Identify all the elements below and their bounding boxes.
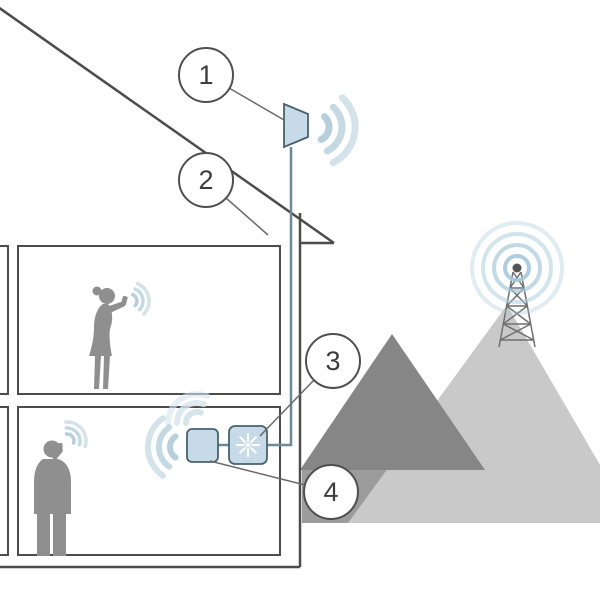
callout-3-circle: [305, 333, 361, 389]
callout-3-label: 3: [325, 346, 340, 376]
tower-signal-rings-icon: [470, 221, 564, 315]
callout-4-circle: [303, 464, 359, 520]
outdoor-antenna-icon: [283, 102, 309, 149]
callout-1: 1: [178, 47, 285, 121]
indoor-antenna-icon: [186, 428, 219, 463]
person-man-icon: [34, 440, 71, 556]
callout-2: 2: [178, 152, 269, 236]
callout-4-label: 4: [323, 477, 338, 507]
house-structure: [0, 6, 335, 569]
signal-waves-indoor-icon: [144, 415, 179, 479]
room-upper: [17, 245, 281, 395]
signal-waves-woman-icon: [130, 281, 151, 316]
callout-3: 3: [259, 333, 361, 437]
coax-cable: [267, 147, 293, 447]
callout-2-circle: [178, 152, 234, 208]
signal-waves-man-icon: [64, 420, 88, 449]
callout-2-label: 2: [198, 165, 213, 195]
callout-3-leader: [259, 379, 315, 437]
roof-line: [0, 6, 335, 245]
callout-4-leader: [209, 460, 306, 486]
rooms: [0, 245, 281, 556]
callout-1-circle: [178, 47, 234, 103]
left-room-lower: [0, 406, 9, 556]
callout-1-label: 1: [198, 60, 213, 90]
booster-burst-icon: [236, 433, 260, 457]
person-woman-icon: [89, 286, 128, 389]
tower-top-node: [512, 263, 522, 273]
callout-4: 4: [209, 460, 359, 520]
left-room-upper: [0, 245, 9, 395]
callout-1-leader: [228, 87, 285, 121]
callout-2-leader: [225, 197, 269, 236]
landscape: [300, 305, 600, 523]
mountain-dark: [300, 334, 485, 470]
signal-waves-outdoor-icon: [317, 94, 359, 167]
